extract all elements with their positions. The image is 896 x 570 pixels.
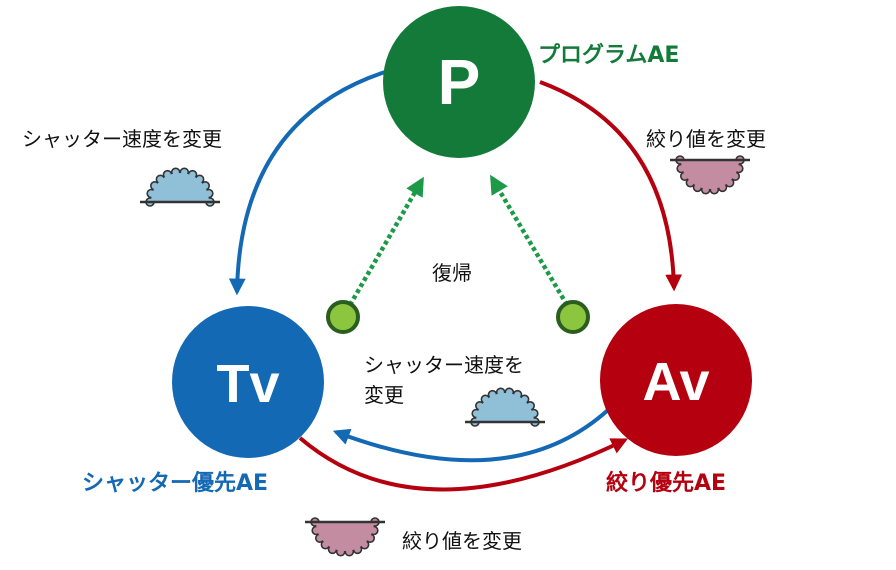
return-arrow-right	[490, 174, 569, 307]
arrow-av-to-tv	[332, 408, 610, 463]
arrow-p-to-tv	[228, 70, 386, 296]
mode-label-program: プログラムAE	[538, 42, 679, 68]
node-program: P	[383, 6, 535, 158]
arrow-tv-to-av	[298, 436, 629, 492]
label-av-to-tv-line1: シャッター速度を	[364, 353, 524, 377]
return-arrow-left	[348, 176, 424, 307]
node-shutter-letter: Tv	[216, 354, 279, 414]
return-dot-right	[556, 300, 590, 334]
node-program-letter: P	[438, 46, 481, 118]
rear-dial-icon	[670, 155, 750, 195]
label-p-to-av: 絞り値を変更	[646, 127, 766, 151]
arrow-p-to-av	[539, 80, 683, 292]
mode-label-shutter: シャッター優先AE	[82, 471, 268, 496]
rear-dial-icon	[305, 517, 385, 557]
node-aperture-letter: Av	[642, 352, 709, 412]
node-aperture: Av	[600, 304, 752, 456]
front-dial-icon	[140, 167, 220, 207]
mode-label-aperture: 絞り優先AE	[606, 470, 726, 496]
label-p-to-tv: シャッター速度を変更	[22, 127, 222, 151]
label-return: 復帰	[432, 261, 472, 285]
label-tv-to-av: 絞り値を変更	[402, 529, 522, 553]
return-dot-left	[326, 300, 360, 334]
node-shutter: Tv	[172, 306, 324, 458]
front-dial-icon	[465, 387, 545, 427]
label-av-to-tv-line2: 変更	[364, 383, 404, 407]
